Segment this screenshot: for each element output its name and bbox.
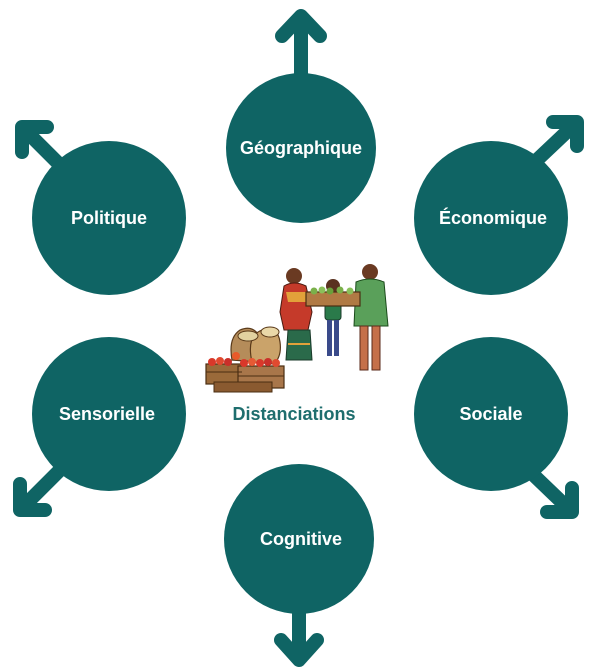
circle-sociale — [414, 337, 568, 491]
label-sensorielle: Sensorielle — [59, 404, 155, 424]
market-illustration — [205, 264, 389, 393]
center-title: Distanciations — [232, 404, 355, 424]
circle-sensorielle — [32, 337, 186, 491]
label-politique: Politique — [71, 208, 147, 228]
label-cognitive: Cognitive — [260, 529, 342, 549]
circle-economique — [414, 141, 568, 295]
circle-politique — [32, 141, 186, 295]
label-sociale: Sociale — [459, 404, 522, 424]
circle-cognitive — [224, 464, 374, 614]
label-geographique: Géographique — [240, 138, 362, 158]
label-economique: Économique — [439, 207, 547, 228]
circle-geographique — [226, 73, 376, 223]
